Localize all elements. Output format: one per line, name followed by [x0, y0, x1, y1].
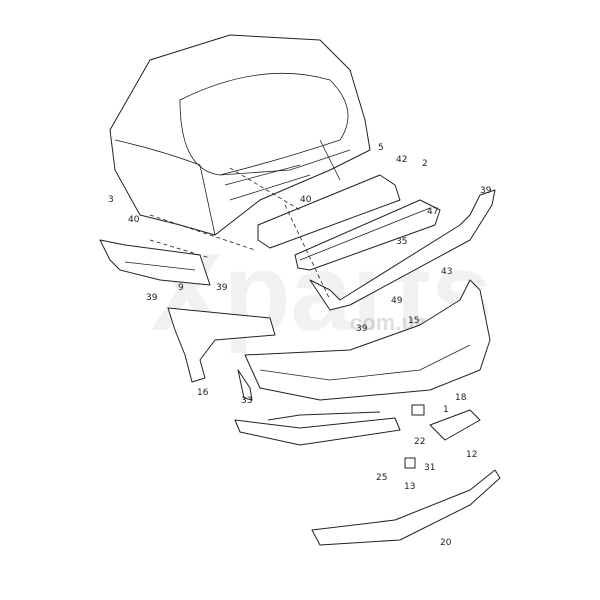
label-39: 39 — [480, 186, 492, 196]
label-1: 1 — [443, 405, 449, 415]
spoiler-upper — [267, 411, 381, 421]
label-42: 42 — [396, 155, 407, 165]
label-35: 35 — [396, 237, 407, 247]
label-31: 31 — [424, 463, 435, 473]
label-40: 40 — [300, 195, 312, 205]
bumper-guide-left — [99, 239, 211, 286]
label-18: 18 — [455, 393, 467, 403]
label-39: 39 — [146, 293, 158, 303]
label-22: 22 — [414, 437, 425, 447]
diffuser-trim — [311, 469, 501, 546]
bracket-lower-left — [167, 307, 276, 383]
label-43: 43 — [441, 267, 452, 277]
car-body-rear — [109, 34, 371, 236]
label-12: 12 — [466, 450, 477, 460]
bumper-cover — [244, 279, 491, 401]
reflector-33 — [237, 369, 253, 401]
label-33: 33 — [241, 396, 252, 406]
label-5: 5 — [378, 143, 384, 153]
bracket-12 — [429, 409, 481, 441]
trim-strip — [234, 417, 401, 446]
label-20: 20 — [440, 538, 452, 548]
label-47: 47 — [427, 207, 438, 217]
label-2: 2 — [422, 159, 428, 169]
label-25: 25 — [376, 473, 387, 483]
label-40: 40 — [128, 215, 140, 225]
label-49: 49 — [391, 296, 403, 306]
label-39: 39 — [356, 324, 368, 334]
part-labels: 5 42 2 39 3 40 40 47 35 9 39 39 43 49 39… — [108, 143, 492, 548]
label-15: 15 — [408, 316, 419, 326]
clip-13 — [404, 457, 416, 469]
label-9: 9 — [178, 283, 184, 293]
label-16: 16 — [197, 388, 209, 398]
label-3: 3 — [108, 195, 114, 205]
label-13: 13 — [404, 482, 415, 492]
label-39: 39 — [216, 283, 228, 293]
bumper-guide-right — [309, 189, 496, 311]
cap-22 — [411, 404, 425, 416]
bumper-reinforcement — [257, 174, 441, 271]
